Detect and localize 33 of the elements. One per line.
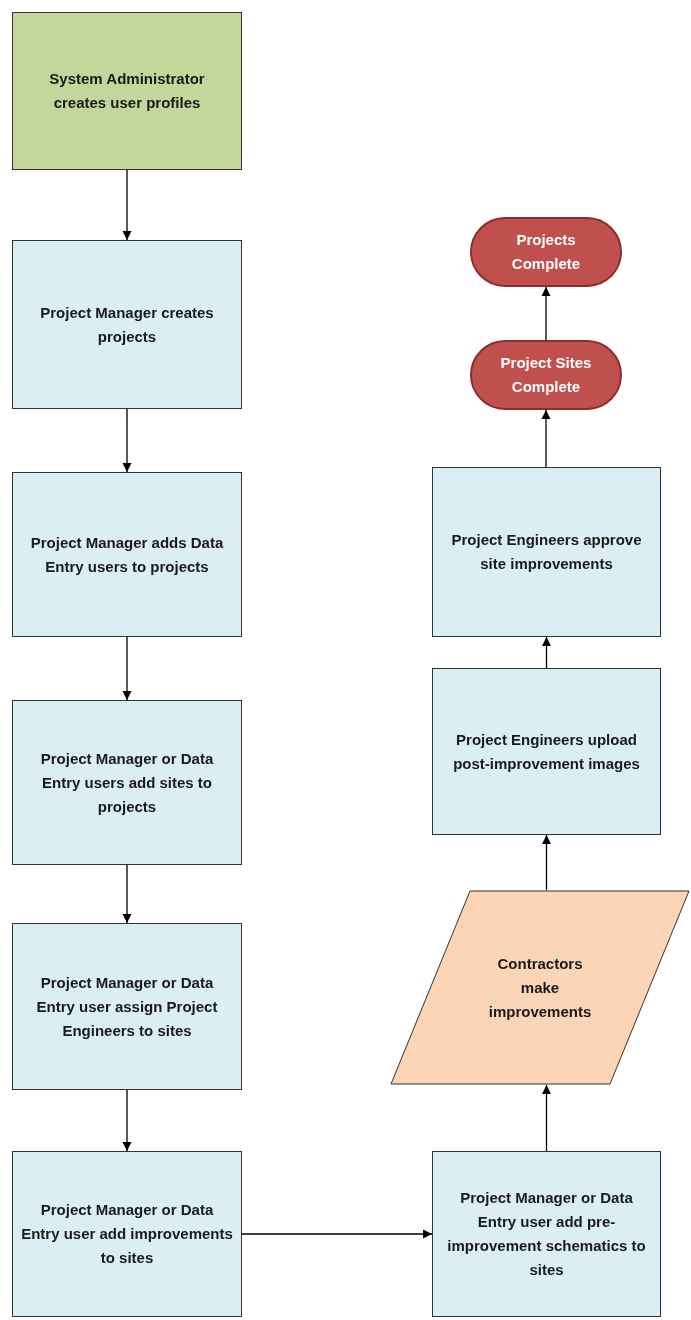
node-label: Project Manager or Data Entry user assign Project Engineers to sites bbox=[35, 972, 219, 1041]
arrow bbox=[122, 169, 132, 241]
arrow bbox=[541, 834, 552, 891]
arrow bbox=[122, 636, 132, 701]
node-label: System Administrator creates user profiles bbox=[48, 69, 206, 113]
arrow bbox=[541, 286, 551, 341]
node-label: Project Manager creates projects bbox=[39, 302, 215, 347]
process-box bbox=[432, 668, 661, 835]
node-label: Project Manager adds Data Entry users to projects bbox=[29, 532, 225, 577]
arrow bbox=[541, 636, 552, 669]
node-label: Project Engineers approve site improvements bbox=[450, 530, 643, 574]
process-box bbox=[12, 700, 242, 865]
process-box bbox=[12, 472, 242, 637]
process-box bbox=[12, 923, 242, 1090]
node-label: Project Manager or Data Entry user add improvements to sites bbox=[21, 1200, 233, 1268]
input-parallelogram bbox=[390, 890, 690, 1085]
arrow bbox=[122, 1089, 132, 1152]
arrow bbox=[122, 864, 132, 924]
arrow bbox=[541, 409, 551, 468]
node-label: Project Manager or Data Entry users add sites to projects bbox=[39, 748, 215, 817]
node-label: Projects Complete bbox=[510, 230, 582, 274]
process-box bbox=[12, 1151, 242, 1317]
arrow bbox=[241, 1229, 433, 1239]
process-box bbox=[432, 1151, 661, 1317]
process-box bbox=[432, 467, 661, 637]
start-box bbox=[12, 12, 242, 170]
node-label: Project Engineers upload post-improvement images bbox=[452, 729, 641, 774]
arrow bbox=[541, 1084, 552, 1152]
node-label: Project Manager or Data Entry user add pre-improvement schematics to sites bbox=[446, 1188, 647, 1280]
process-box bbox=[12, 240, 242, 409]
arrow bbox=[122, 408, 132, 473]
node-label: Contractors make improvements bbox=[487, 953, 593, 1022]
node-label: Project Sites Complete bbox=[499, 353, 593, 397]
